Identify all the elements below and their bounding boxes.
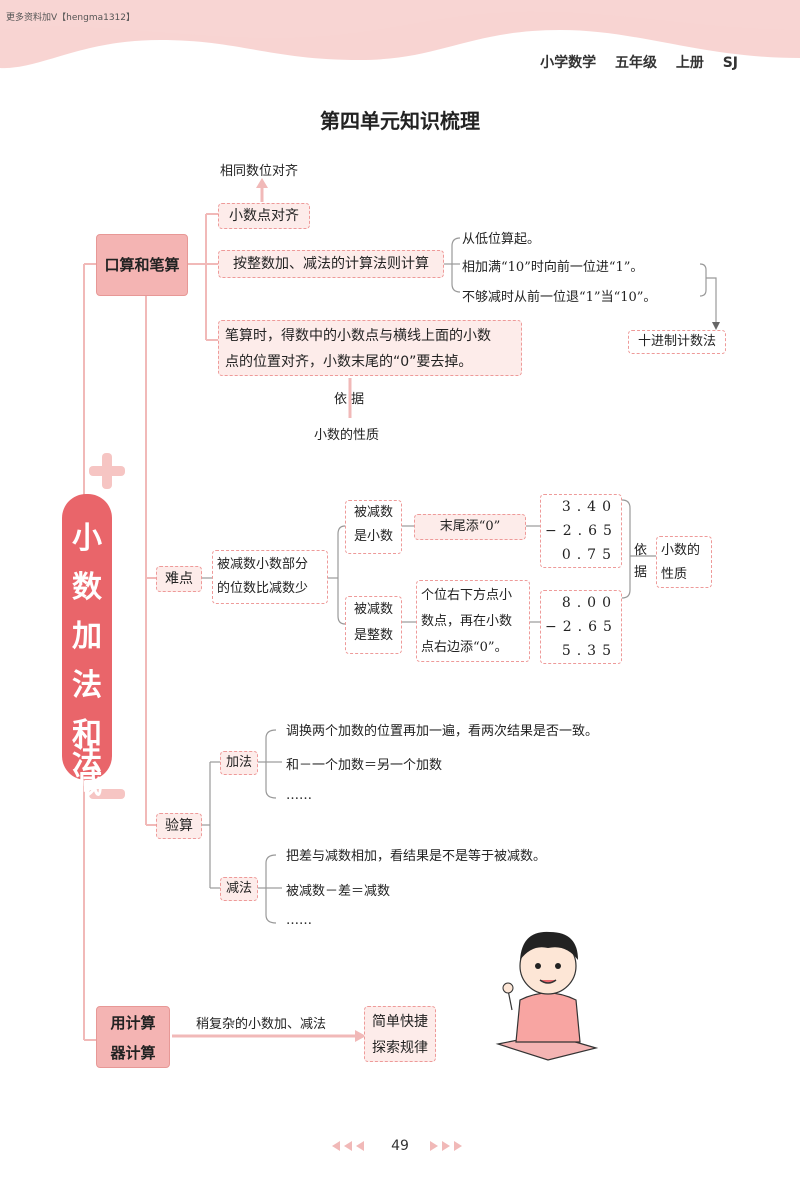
- decimal-point-align-box: 小数点对齐: [218, 203, 310, 229]
- calc-box-1: 3.40 −2.65 0.75: [540, 494, 622, 568]
- integer-rule-box: 按整数加、减法的计算法则计算: [218, 250, 444, 278]
- calc-result: 0.75: [561, 547, 617, 563]
- case-line: 是小数: [353, 529, 393, 544]
- calc-minuend: 8.00: [561, 595, 617, 611]
- section-oral-written: 口算和笔算: [96, 234, 188, 296]
- complex-decimal-note: 稍复杂的小数加、减法: [196, 1017, 327, 1032]
- subtraction-check-item: 被减数－差＝减数: [286, 884, 391, 899]
- subtraction-check-label: 减法: [220, 877, 258, 901]
- basis-char: 依: [634, 543, 648, 558]
- append-zero-box: 末尾添“0”: [414, 514, 526, 540]
- calc-minuend: 3.40: [561, 499, 617, 515]
- property-line: 小数的: [661, 543, 701, 558]
- case-decimal-box: 被减数 是小数: [345, 500, 402, 554]
- addition-check-item: 和－一个加数＝另一个加数: [286, 758, 443, 773]
- section-calculator: 用计算 器计算: [96, 1006, 170, 1068]
- action-line: 数点，再在小数: [421, 614, 513, 629]
- unit-title-char: 法: [72, 668, 102, 703]
- page-number: 49: [391, 1138, 409, 1154]
- calc-subtrahend: −2.65: [545, 619, 618, 635]
- case-line: 是整数: [353, 628, 393, 643]
- unit-title-char: 和: [72, 717, 102, 752]
- decimal-property-label: 小数的性质: [314, 428, 380, 443]
- difficulty-desc-box: 被减数小数部分 的位数比减数少: [212, 550, 328, 604]
- subject-label: 小学数学: [540, 55, 597, 71]
- case-line: 被减数: [353, 505, 393, 520]
- unit-title-char: 小: [72, 521, 102, 556]
- rule-item: 相加满“10”时向前一位进“1”。: [462, 260, 644, 275]
- volume-label: 上册: [675, 55, 704, 71]
- decimal-system-box: 十进制计数法: [628, 330, 726, 354]
- header-info: 小学数学 五年级 上册 SJ: [526, 52, 738, 72]
- addition-check-label: 加法: [220, 751, 258, 775]
- case-line: 被减数: [353, 602, 393, 617]
- decimal-property-box: 小数的 性质: [656, 536, 712, 588]
- case-integer-box: 被减数 是整数: [345, 596, 402, 654]
- calculator-benefit-box: 简单快捷 探索规律: [364, 1006, 436, 1062]
- addition-check-item: ……: [286, 788, 312, 803]
- calc-subtrahend: −2.65: [545, 523, 618, 539]
- cartoon-boy-illustration: [495, 931, 599, 1061]
- grade-label: 五年级: [614, 55, 657, 71]
- watermark-text: 更多资料加V【hengma1312】: [6, 13, 136, 23]
- benefit-line: 探索规律: [372, 1040, 428, 1056]
- benefit-line: 简单快捷: [372, 1014, 428, 1030]
- action-line: 点右边添“0”。: [421, 640, 508, 655]
- unit-title-char: 减: [72, 766, 102, 801]
- action-line: 个位右下方点小: [421, 588, 513, 603]
- addition-check-item: 调换两个加数的位置再加一遍，看两次结果是否一致。: [286, 724, 599, 739]
- rule-item: 不够减时从前一位退“1”当“10”。: [462, 290, 657, 305]
- page-title: 第四单元知识梳理: [320, 109, 480, 133]
- unit-title-char: 数: [72, 570, 102, 605]
- add-decimal-point-box: 个位右下方点小 数点，再在小数 点右边添“0”。: [416, 580, 530, 662]
- basis-vertical-label: 依 据: [634, 540, 650, 584]
- difficulty-desc-line: 的位数比减数少: [217, 581, 309, 596]
- unit-title-char: 法: [72, 742, 102, 777]
- trailing-zero-note-line: 笔算时，得数中的小数点与横线上面的小数: [225, 328, 491, 344]
- calculator-label-line: 器计算: [110, 1044, 156, 1062]
- difficulty-desc-line: 被减数小数部分: [217, 557, 309, 572]
- unit-title-badge: 小 数 加 法 和 减: [62, 494, 112, 801]
- basis-char: 据: [634, 565, 648, 580]
- edition-label: SJ: [722, 55, 738, 71]
- subtraction-check-item: ……: [286, 913, 312, 928]
- rule-item: 从低位算起。: [462, 232, 541, 247]
- basis-label: 依 据: [334, 392, 365, 407]
- trailing-zero-note-line: 点的位置对齐，小数末尾的“0”要去掉。: [225, 354, 473, 370]
- align-digits-note: 相同数位对齐: [220, 164, 299, 179]
- unit-title-char: 加: [72, 619, 102, 654]
- subtraction-check-item: 把差与减数相加，看结果是不是等于被减数。: [286, 849, 547, 864]
- calc-result: 5.35: [561, 643, 617, 659]
- calc-box-2: 8.00 −2.65 5.35: [540, 590, 622, 664]
- property-line: 性质: [661, 567, 688, 582]
- section-difficulty: 难点: [156, 566, 202, 592]
- trailing-zero-note-box: 笔算时，得数中的小数点与横线上面的小数 点的位置对齐，小数末尾的“0”要去掉。: [218, 320, 522, 376]
- section-check: 验算: [156, 813, 202, 839]
- calculator-label-line: 用计算: [110, 1014, 156, 1032]
